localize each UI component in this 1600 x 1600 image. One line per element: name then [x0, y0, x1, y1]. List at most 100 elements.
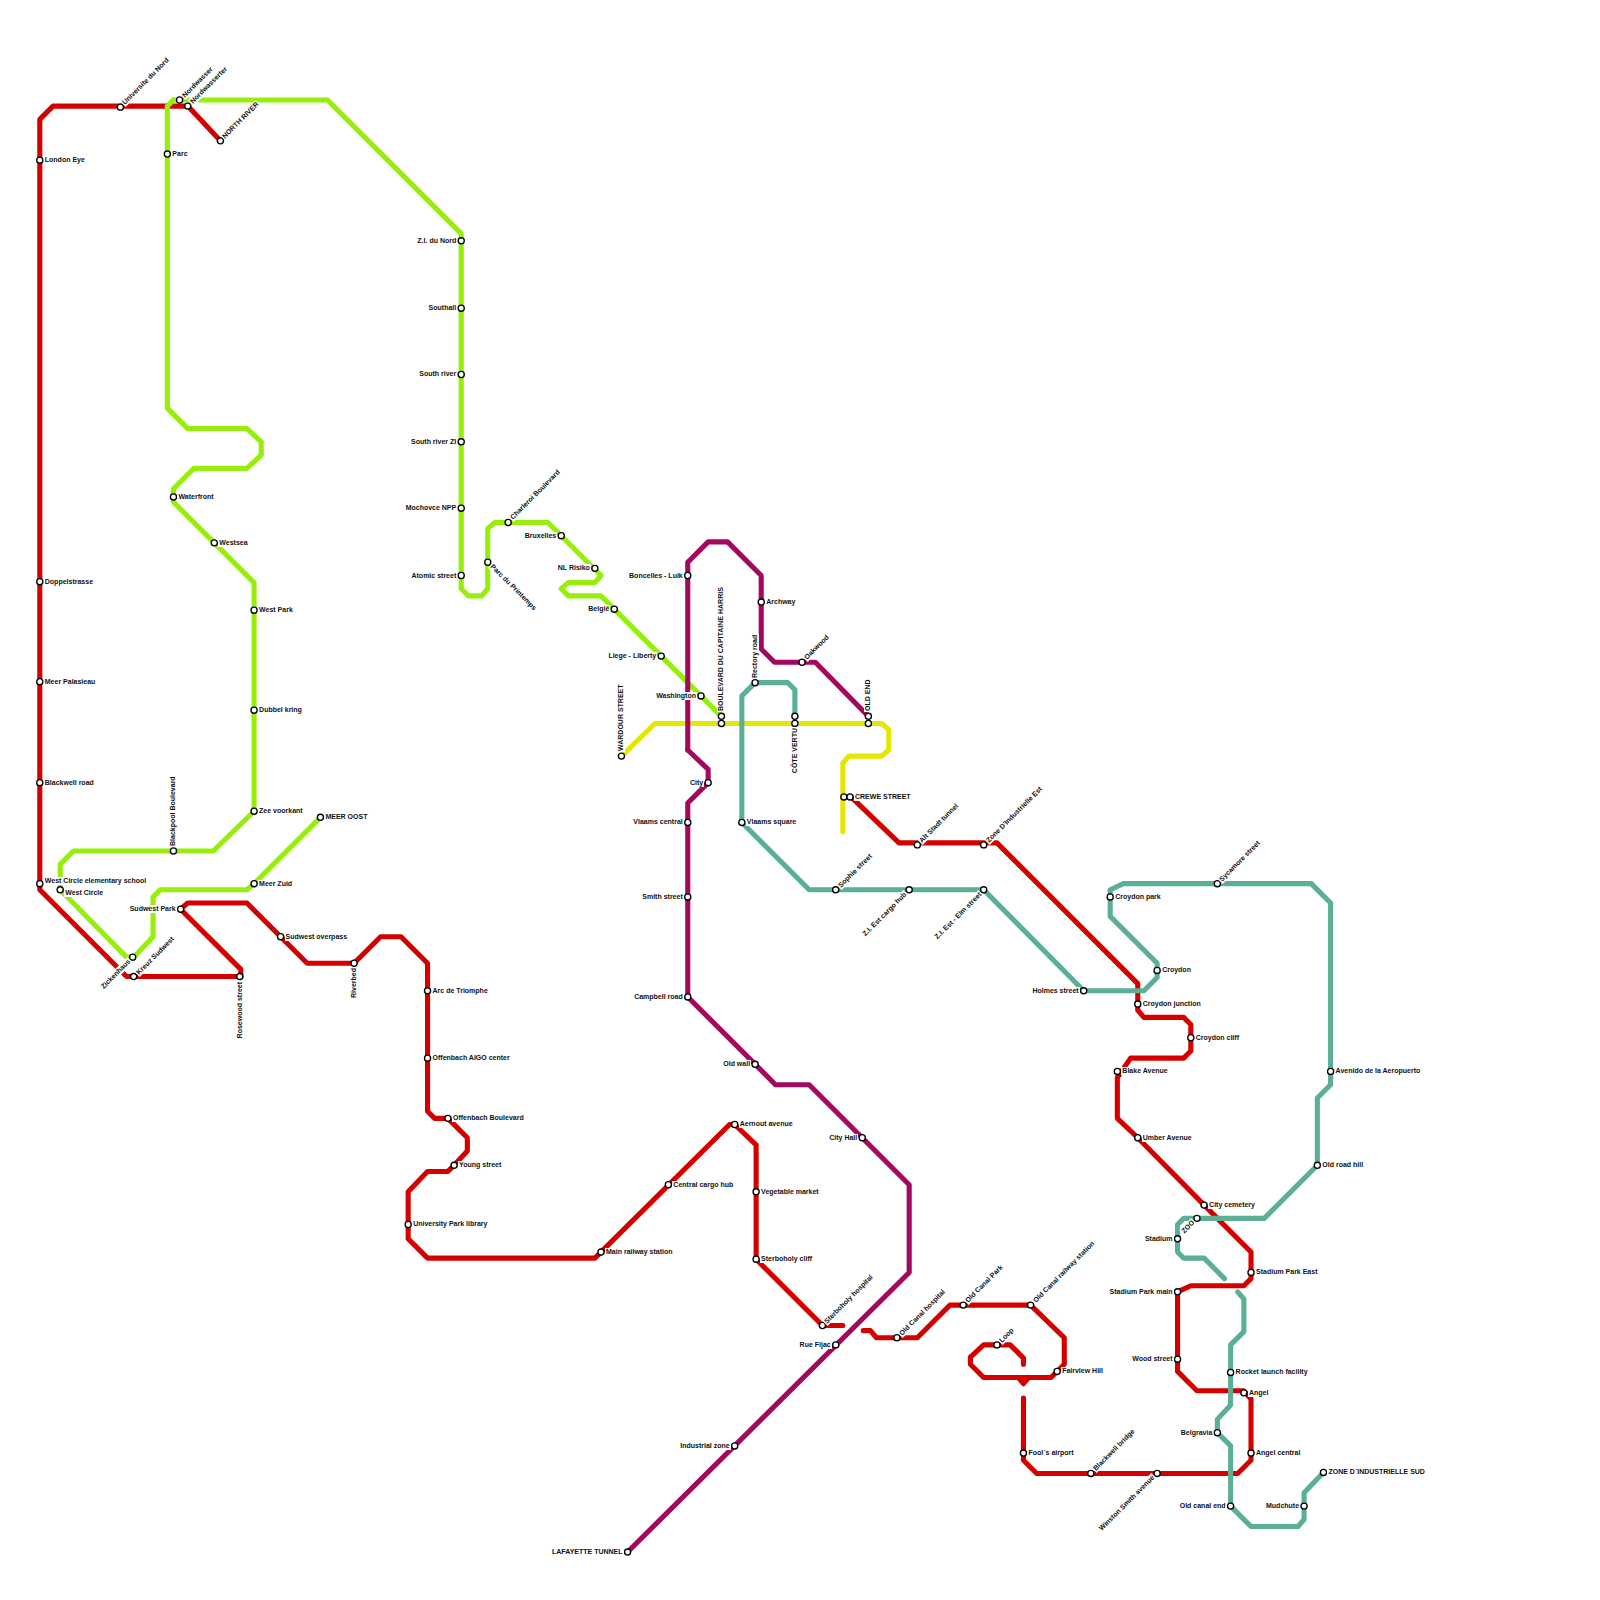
station-dot	[1301, 1503, 1307, 1509]
station-label: Atomic street	[410, 572, 457, 580]
station-dot	[685, 894, 691, 900]
station-label: LAFAYETTE TUNNEL	[551, 1548, 624, 1556]
station-dot	[251, 808, 257, 814]
station-dot	[1188, 1035, 1194, 1041]
station-dot	[994, 1342, 1000, 1348]
station-dot	[117, 104, 123, 110]
station-dot	[458, 505, 464, 511]
station-label: Vlaams square	[746, 818, 797, 826]
station-label: Arc de Triomphe	[432, 987, 489, 995]
station-label: Loop	[997, 1326, 1016, 1345]
station-dot	[1314, 1162, 1320, 1168]
station-dot	[732, 1121, 738, 1127]
station-label: Sterboholy hospital	[822, 1272, 875, 1325]
station-dot	[251, 607, 257, 613]
station-dot	[1320, 1469, 1326, 1475]
station-label: Parc du Printemps	[488, 562, 539, 613]
green-line	[60, 100, 320, 957]
station-dot	[799, 659, 805, 665]
station-label: Vegetable market	[760, 1188, 820, 1196]
station-label: Rosewood street	[236, 981, 244, 1039]
station-label: Sterboholy cliff	[760, 1255, 813, 1263]
station-dot	[1154, 967, 1160, 973]
station-dot	[981, 887, 987, 893]
station-label: Liege - Liberty	[607, 652, 657, 660]
station-dot	[37, 780, 43, 786]
station-label: Offenbach AIGO center	[432, 1054, 511, 1062]
station-dot	[718, 713, 724, 719]
station-label: Belgravia	[1180, 1429, 1214, 1437]
station-dot	[611, 606, 617, 612]
station-label: Sudwest overpass	[285, 933, 348, 941]
station-label: Stadium Park East	[1255, 1268, 1318, 1276]
station-label: City	[689, 779, 704, 787]
station-dot	[57, 887, 63, 893]
station-label: NL Risiko	[557, 564, 591, 572]
station-label: BOULEVARD DU CAPITAINE HARRIS	[717, 587, 725, 713]
station-dot	[685, 819, 691, 825]
station-dot	[981, 842, 987, 848]
station-label: Angel central	[1255, 1449, 1301, 1457]
purple-line	[628, 750, 910, 1552]
station-label: Campbell road	[633, 993, 684, 1001]
station-label: Blackwell bridge	[1091, 1427, 1137, 1473]
station-label: Universite du Nord	[120, 56, 171, 107]
station-dot	[1135, 1001, 1141, 1007]
station-label: Holmes street	[1031, 987, 1079, 995]
station-label: University Park library	[412, 1220, 488, 1228]
station-dot	[618, 753, 624, 759]
station-label: Stadium Park main	[1109, 1288, 1174, 1296]
station-label: Old Canal railway station	[1031, 1239, 1097, 1305]
station-label: Umber Avenue	[1142, 1134, 1193, 1142]
station-label: Z.I. Est - Elm street	[932, 890, 984, 942]
station-dot	[351, 960, 357, 966]
station-label: Rectory road	[751, 633, 759, 678]
station-dot	[658, 653, 664, 659]
station-dot	[177, 97, 183, 103]
station-dot	[458, 371, 464, 377]
station-dot	[131, 973, 137, 979]
station-label: Doppelstrasse	[44, 578, 94, 586]
station-label: Zone D'Industrielle Est	[984, 784, 1045, 845]
station-dot	[718, 720, 724, 726]
station-dot	[865, 713, 871, 719]
station-dot	[458, 572, 464, 578]
station-label: Zee voorkant	[258, 807, 304, 815]
red-line	[188, 106, 221, 141]
station-dot	[37, 579, 43, 585]
station-label: Croydon park	[1114, 893, 1162, 901]
station-label: Westsea	[218, 539, 248, 547]
red-line	[1018, 1378, 1028, 1384]
station-dot	[1214, 1430, 1220, 1436]
station-label: Main railway station	[605, 1248, 674, 1256]
station-label: Young street	[458, 1161, 502, 1169]
station-dot	[1328, 1068, 1334, 1074]
station-dot	[1020, 1450, 1026, 1456]
station-dot	[1248, 1269, 1254, 1275]
station-label: Industrial zone	[679, 1442, 730, 1450]
station-label: Charleroi Boulevard	[508, 468, 562, 522]
station-dot	[685, 994, 691, 1000]
station-label: Southall	[428, 304, 458, 312]
station-dot	[558, 533, 564, 539]
station-label: Smith street	[641, 893, 683, 901]
station-dot	[705, 780, 711, 786]
station-label: Fairview Hill	[1061, 1367, 1104, 1375]
station-dot	[906, 887, 912, 893]
station-dot	[960, 1302, 966, 1308]
station-dot	[753, 1189, 759, 1195]
station-dot	[1174, 1289, 1180, 1295]
station-dot	[1107, 894, 1113, 900]
station-label: Z.I. Est cargo hub	[861, 890, 910, 939]
station-dot	[894, 1335, 900, 1341]
station-label: Blackpool Boulevard	[169, 775, 177, 847]
station-label: Croydon cliff	[1195, 1034, 1240, 1042]
station-dot	[841, 794, 847, 800]
yellow-line	[621, 723, 888, 831]
station-label: Vlaams central	[632, 818, 683, 826]
station-label: Rue Fijac	[799, 1341, 832, 1349]
station-label: London Eye	[44, 156, 86, 164]
station-dot	[278, 934, 284, 940]
